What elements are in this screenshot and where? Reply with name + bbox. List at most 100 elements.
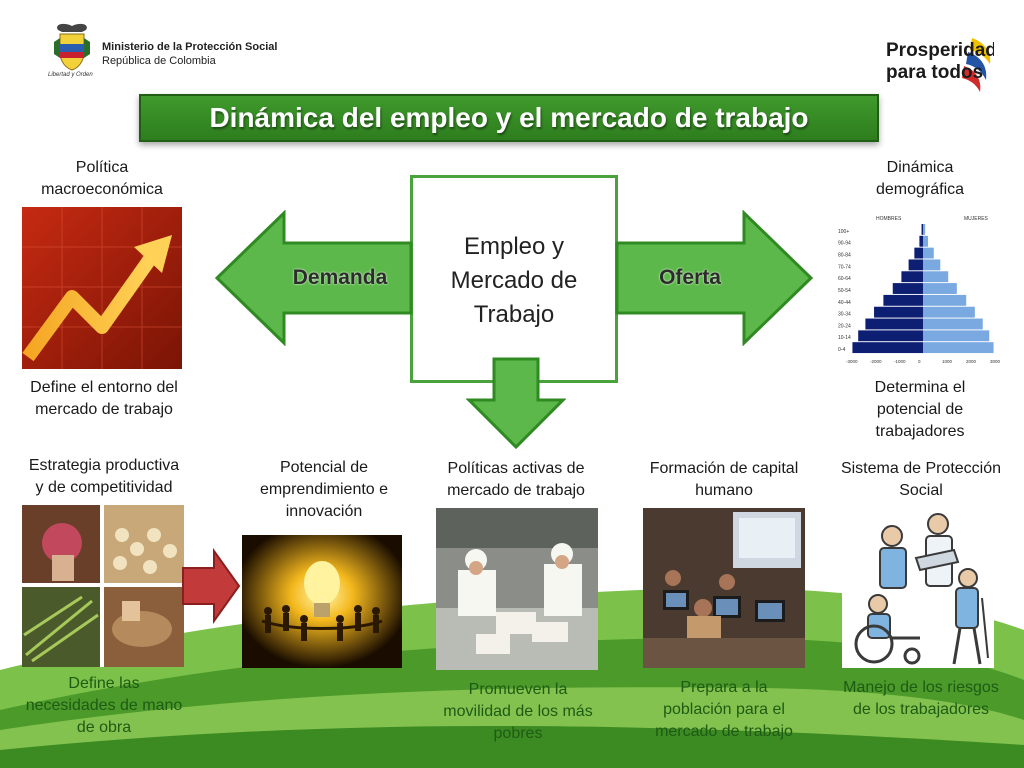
pyramid-bar-women bbox=[923, 271, 949, 283]
pyramid-bar-men bbox=[919, 235, 923, 247]
pyramid-bar-men bbox=[908, 259, 923, 271]
social-protection-caption-line2: de los trabajadores bbox=[852, 701, 990, 718]
macro-policy-caption-line1: Define el entorno del bbox=[30, 379, 178, 396]
active-policies-caption-line3: pobres bbox=[493, 725, 543, 742]
ministry-name-line: Ministerio de la Protección Social bbox=[102, 41, 278, 53]
demographic-heading-line1: Dinámica bbox=[886, 159, 954, 176]
center-label: Empleo y Mercado de Trabajo bbox=[410, 230, 618, 332]
pyramid-bar-women bbox=[923, 342, 994, 354]
center-line3: Trabajo bbox=[473, 301, 555, 328]
demographic-caption-line1: Determina el bbox=[874, 379, 966, 396]
pyramid-bar-men bbox=[865, 318, 923, 330]
pyramid-bar-men bbox=[892, 283, 923, 294]
active-policies-heading: Políticas activas de mercado de trabajo bbox=[430, 458, 602, 502]
active-policies-heading-line1: Políticas activas de bbox=[447, 460, 585, 477]
pyramid-bar-women bbox=[923, 318, 983, 330]
pyramid-x-tick: -1000 bbox=[894, 359, 906, 364]
pyramid-age-label: 40-44 bbox=[838, 300, 851, 306]
social-protection-caption: Manejo de los riesgos de los trabajadore… bbox=[826, 677, 1016, 721]
human-capital-heading-line2: humano bbox=[695, 482, 753, 499]
center-line2: Mercado de bbox=[450, 267, 578, 294]
demographic-caption-line2: potencial de bbox=[876, 401, 964, 418]
social-protection-heading: Sistema de Protección Social bbox=[826, 458, 1016, 502]
pyramid-bar-men bbox=[921, 224, 923, 235]
macro-policy-heading-line1: Política bbox=[75, 159, 129, 176]
supply-arrow bbox=[615, 210, 814, 346]
human-capital-caption-line2: población para el bbox=[663, 701, 785, 718]
page-title: Dinámica del empleo y el mercado de trab… bbox=[209, 102, 809, 133]
active-policies-caption-line2: movilidad de los más bbox=[443, 703, 593, 720]
human-capital-heading-line1: Formación de capital bbox=[649, 460, 799, 477]
pyramid-bar-women bbox=[923, 224, 926, 235]
center-line1: Empleo y bbox=[463, 233, 565, 260]
factory-workers-photo bbox=[436, 508, 598, 670]
pyramid-age-label: 10-14 bbox=[838, 335, 851, 341]
productive-strategy-caption-line1: Define las bbox=[68, 675, 140, 692]
pyramid-x-tick: 1000 bbox=[942, 359, 953, 364]
brand-line2: para todos bbox=[886, 62, 983, 83]
pyramid-bar-women bbox=[923, 294, 967, 306]
pyramid-bar-men bbox=[883, 294, 923, 306]
crest-motto: Libertad y Orden bbox=[48, 72, 93, 78]
pyramid-age-label: 100+ bbox=[838, 229, 849, 235]
productive-strategy-caption: Define las necesidades de mano de obra bbox=[12, 673, 196, 739]
brand-line1: Prosperidad bbox=[886, 40, 994, 61]
productive-strategy-caption-line2: necesidades de mano bbox=[25, 697, 183, 714]
lightbulb-people-photo bbox=[242, 535, 402, 668]
macro-policy-caption: Define el entorno del mercado de trabajo bbox=[12, 377, 196, 421]
pyramid-bar-men bbox=[852, 342, 923, 354]
active-policies-caption: Promueven la movilidad de los más pobres bbox=[424, 679, 612, 745]
pyramid-x-tick: -3000 bbox=[846, 359, 858, 364]
rising-chart-photo bbox=[22, 207, 182, 369]
entrepreneurship-heading-line1: Potencial de bbox=[279, 459, 369, 476]
human-capital-caption-line3: mercado de trabajo bbox=[655, 723, 793, 740]
macro-policy-heading-line2: macroeconómica bbox=[41, 181, 163, 198]
demographic-caption: Determina el potencial de trabajadores bbox=[830, 377, 1010, 443]
pyramid-bar-women bbox=[923, 306, 975, 318]
pyramid-women-label: MUJERES bbox=[964, 216, 989, 222]
human-capital-caption: Prepara a la población para el mercado d… bbox=[630, 677, 818, 743]
pyramid-x-tick: 0 bbox=[918, 359, 921, 364]
social-protection-heading-line1: Sistema de Protección bbox=[840, 460, 1002, 477]
pyramid-age-label: 70-74 bbox=[838, 264, 851, 270]
pyramid-bar-men bbox=[874, 306, 923, 318]
demographic-heading-line2: demográfica bbox=[875, 181, 965, 198]
pyramid-bar-women bbox=[923, 235, 929, 247]
productive-strategy-caption-line3: de obra bbox=[76, 719, 132, 736]
pyramid-bar-women bbox=[923, 247, 934, 259]
macro-policy-caption-line2: mercado de trabajo bbox=[35, 401, 173, 418]
pyramid-age-label: 30-34 bbox=[838, 312, 851, 318]
pyramid-bar-women bbox=[923, 259, 941, 271]
social-protection-illustration bbox=[842, 508, 994, 668]
demographic-heading: Dinámica demográfica bbox=[830, 157, 1010, 201]
pyramid-x-tick: 2000 bbox=[966, 359, 977, 364]
productive-strategy-heading: Estrategia productiva y de competitivida… bbox=[12, 455, 196, 499]
computer-class-photo bbox=[643, 508, 805, 668]
down-arrow bbox=[466, 357, 566, 450]
pyramid-x-tick: -2000 bbox=[870, 359, 882, 364]
demand-label: Demanda bbox=[292, 266, 388, 289]
demographic-caption-line3: trabajadores bbox=[875, 423, 965, 440]
human-capital-caption-line1: Prepara a la bbox=[680, 679, 768, 696]
title-banner: Dinámica del empleo y el mercado de trab… bbox=[139, 94, 879, 142]
pyramid-age-label: 80-84 bbox=[838, 253, 851, 259]
pyramid-bar-men bbox=[858, 330, 923, 342]
pyramid-age-label: 90-94 bbox=[838, 241, 851, 247]
entrepreneurship-heading-line3: innovación bbox=[285, 503, 363, 520]
productive-strategy-heading-line2: y de competitividad bbox=[35, 479, 173, 496]
prosperidad-para-todos-logo: Prosperidad para todos bbox=[886, 38, 994, 92]
population-pyramid: 100+90-9480-8470-7460-6450-5440-4430-342… bbox=[836, 208, 1006, 368]
pyramid-bar-men bbox=[901, 271, 923, 283]
red-pointer-arrow bbox=[182, 548, 241, 624]
demand-arrow bbox=[214, 210, 413, 346]
entrepreneurship-heading-line2: emprendimiento e bbox=[259, 481, 389, 498]
entrepreneurship-heading: Potencial de emprendimiento e innovación bbox=[236, 457, 412, 523]
pyramid-men-label: HOMBRES bbox=[876, 216, 902, 222]
pyramid-bar-men bbox=[914, 247, 923, 259]
crafts-collage-photo bbox=[22, 505, 184, 667]
pyramid-age-label: 0-4 bbox=[838, 347, 845, 353]
pyramid-bar-women bbox=[923, 283, 957, 294]
social-protection-caption-line1: Manejo de los riesgos bbox=[843, 679, 999, 696]
ministry-name: Ministerio de la Protección Social Repúb… bbox=[102, 40, 277, 68]
pyramid-age-label: 20-24 bbox=[838, 323, 851, 329]
